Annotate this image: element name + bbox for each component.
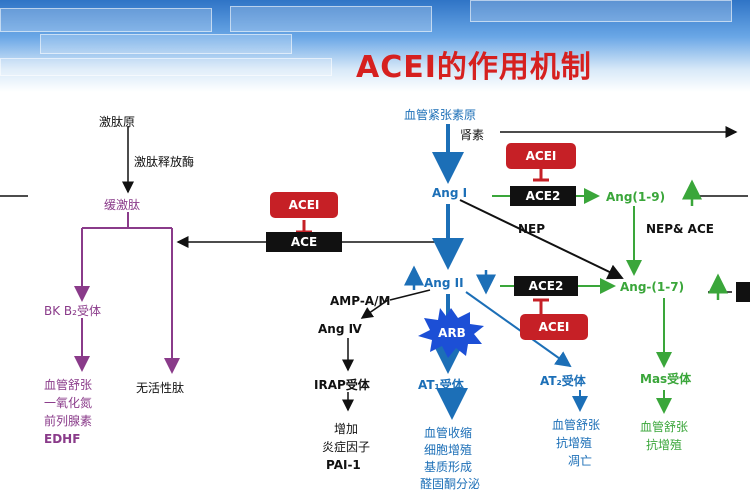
acei-left-box: ACEI (270, 192, 338, 218)
kininogen-label: 激肽原 (99, 115, 136, 129)
at1-effect-4: 醛固酮分泌 (420, 477, 481, 491)
arb-starburst (418, 308, 484, 358)
nep-ace-label: NEP& ACE (646, 222, 714, 236)
arb-label: ARB (438, 326, 466, 340)
ace2-mid-box: ACE2 (514, 276, 578, 296)
ang-1-7-label: Ang-(1-7) (620, 280, 685, 294)
nep-label: NEP (518, 222, 546, 236)
ace-box: ACE (266, 232, 342, 252)
at2-effect-1: 血管舒张 (552, 418, 601, 432)
at2-effect-2: 抗增殖 (556, 436, 593, 450)
page-title: ACEI的作用机制 (356, 50, 592, 85)
amp-am-label: AMP-A/M (330, 294, 391, 308)
kallikrein-label: 激肽释放酶 (134, 155, 195, 169)
banner-tile (230, 6, 432, 32)
mas-receptor-label: Mas受体 (640, 372, 692, 386)
nitric-oxide-label: 一氧化氮 (44, 396, 93, 410)
irap-effect-2: 炎症因子 (322, 440, 371, 454)
acei-bottom-box: ACEI (520, 314, 588, 340)
banner-tile (40, 34, 292, 54)
irap-effect-1: 增加 (334, 422, 359, 436)
line-ang2-amp (389, 289, 431, 301)
renin-label: 肾素 (460, 128, 485, 142)
acei-top-box: ACEI (506, 143, 576, 169)
ang4-label: Ang Ⅳ (318, 322, 362, 336)
ang1-label: Ang I (432, 186, 468, 200)
at2-effect-3: 凋亡 (568, 454, 593, 468)
at2-receptor-label: AT₂受体 (540, 374, 586, 388)
irap-effect-3: PAI-1 (326, 458, 361, 472)
at1-effect-3: 基质形成 (424, 460, 473, 474)
irap-receptor-label: IRAP受体 (314, 378, 370, 392)
banner-tile (470, 0, 732, 22)
at1-effect-2: 细胞增殖 (424, 443, 473, 457)
inactive-peptide-label: 无活性肽 (136, 381, 185, 395)
banner-tile (0, 58, 332, 76)
mas-effect-2: 抗增殖 (646, 438, 683, 452)
at1-receptor-label: AT₁受体 (418, 378, 464, 392)
right-edge-block (736, 282, 750, 302)
ang-1-9-label: Ang(1-9) (606, 190, 666, 204)
angiotensinogen-label: 血管紧张素原 (404, 108, 477, 122)
arrow-ang1-ang17 (459, 199, 624, 280)
at1-effect-1: 血管收缩 (424, 426, 473, 440)
banner-tile (0, 8, 212, 32)
mas-effect-1: 血管舒张 (640, 420, 689, 434)
header-banner (0, 0, 750, 92)
ace2-top-box: ACE2 (510, 186, 576, 206)
prostaglandin-label: 前列腺素 (44, 414, 93, 428)
edhf-label: EDHF (44, 432, 81, 446)
arrow-amp-ang4 (360, 299, 389, 319)
arrow-ang2-at2 (465, 291, 572, 368)
bradykinin-label: 缓激肽 (104, 198, 141, 212)
bk-receptor-label: BK B₂受体 (44, 304, 101, 318)
vasodilation-label: 血管舒张 (44, 378, 93, 392)
ang2-label: Ang II (424, 276, 464, 290)
